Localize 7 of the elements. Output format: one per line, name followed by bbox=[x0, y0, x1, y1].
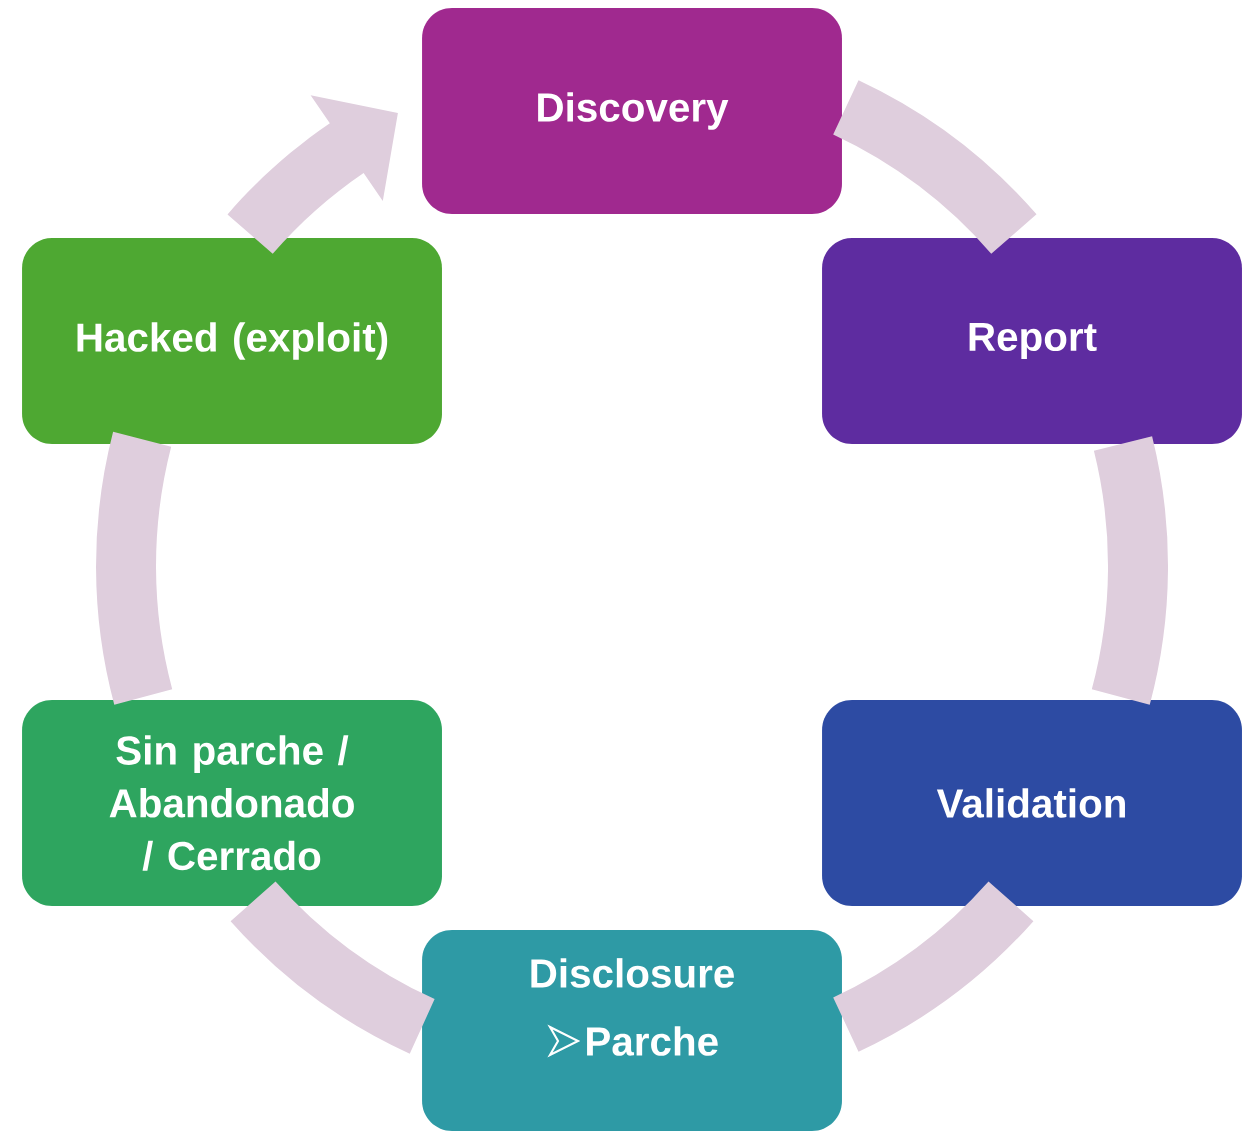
cycle-arrow bbox=[227, 95, 398, 254]
process-box: Hacked (exploit) bbox=[22, 238, 442, 444]
process-box: Discovery bbox=[422, 8, 842, 214]
process-box: Sin parche / Abandonado / Cerrado bbox=[22, 700, 442, 906]
process-box: Disclosure Parche bbox=[422, 930, 842, 1131]
process-box: Validation bbox=[822, 700, 1242, 906]
process-box: Report bbox=[822, 238, 1242, 444]
